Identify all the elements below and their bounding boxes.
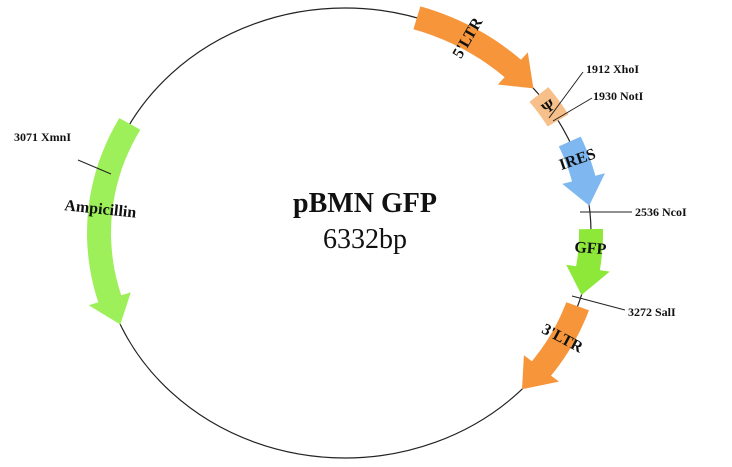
feature-gfp <box>566 228 610 295</box>
feature-5ltr <box>413 6 534 89</box>
site-sali: 3272 SalI <box>628 305 676 319</box>
site-xmni: 3071 XmnI <box>14 130 72 144</box>
leader-xhoi <box>548 71 584 119</box>
leader-xmni <box>77 159 112 175</box>
feature-psi <box>529 87 569 127</box>
plasmid-name: pBMN GFP <box>293 188 437 219</box>
leader-noti <box>552 97 593 122</box>
site-ncoi: 2536 NcoI <box>635 205 687 219</box>
site-noti: 1930 NotI <box>593 89 644 103</box>
site-xhoi: 1912 XhoI <box>586 62 640 76</box>
plasmid-size: 6332bp <box>323 224 407 255</box>
leader-sali <box>571 295 626 311</box>
feature-ires <box>558 136 605 206</box>
feature-gfp-label: GFP <box>574 239 607 258</box>
feature-3ltr <box>522 302 589 390</box>
